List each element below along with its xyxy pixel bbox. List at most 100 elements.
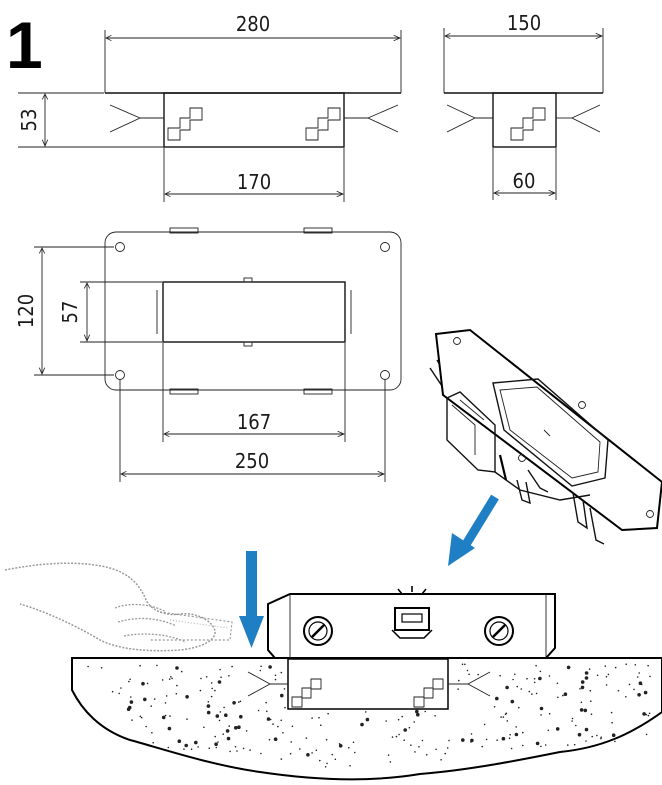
concrete-speckle	[596, 734, 598, 737]
concrete-speckle	[161, 715, 166, 720]
concrete-speckle	[535, 692, 538, 695]
concrete-speckle	[186, 718, 188, 720]
concrete-speckle	[175, 666, 179, 670]
concrete-speckle	[483, 723, 486, 726]
concrete-speckle	[306, 753, 310, 757]
concrete-speckle	[461, 663, 464, 666]
concrete-speckle	[360, 722, 364, 727]
concrete-speckle	[229, 750, 231, 753]
concrete-speckle	[590, 713, 593, 715]
concrete-speckle	[203, 726, 205, 729]
concrete-speckle	[319, 759, 321, 762]
concrete-speckle	[207, 701, 210, 703]
concrete-speckle	[273, 737, 278, 741]
concrete-speckle	[280, 693, 284, 698]
concrete-ground	[71, 657, 662, 781]
plan-hole-spacing-label: 250	[235, 449, 269, 473]
concrete-speckle	[425, 754, 428, 756]
concrete-speckle	[398, 733, 400, 736]
concrete-speckle	[575, 724, 577, 727]
concrete-speckle	[510, 747, 513, 750]
concrete-speckle	[206, 710, 211, 715]
concrete-speckle	[464, 663, 466, 666]
concrete-speckle	[628, 683, 631, 686]
concrete-speckle	[516, 685, 518, 688]
concrete-speckle	[522, 744, 524, 747]
concrete-speckle	[331, 753, 334, 756]
concrete-speckle	[150, 705, 152, 707]
concrete-speckle	[591, 735, 593, 738]
concrete-speckle	[318, 716, 320, 719]
concrete-speckle	[539, 670, 542, 673]
concrete-speckle	[164, 702, 167, 704]
concrete-speckle	[533, 678, 536, 680]
concrete-speckle	[580, 685, 585, 690]
concrete-speckle	[352, 741, 355, 744]
concrete-speckle	[228, 675, 230, 677]
concrete-speckle	[223, 706, 225, 709]
concrete-speckle	[215, 714, 220, 718]
concrete-speckle	[129, 678, 131, 681]
concrete-speckle	[645, 733, 648, 736]
concrete-speckle	[168, 678, 171, 680]
concrete-speckle	[584, 671, 589, 675]
concrete-speckle	[156, 664, 158, 667]
concrete-speckle	[633, 688, 635, 691]
concrete-speckle	[266, 710, 268, 713]
side-top-width-label: 150	[507, 11, 541, 35]
concrete-speckle	[141, 681, 145, 686]
concrete-speckle	[538, 676, 542, 681]
concrete-speckle	[485, 738, 488, 741]
concrete-speckle	[605, 684, 608, 686]
concrete-speckle	[539, 706, 544, 711]
concrete-speckle	[348, 746, 350, 749]
concrete-speckle	[504, 713, 507, 715]
concrete-speckle	[234, 726, 238, 730]
concrete-speckle	[522, 731, 524, 734]
concrete-speckle	[415, 709, 419, 714]
concrete-speckle	[625, 663, 627, 665]
concrete-speckle	[477, 673, 480, 676]
concrete-speckle	[128, 680, 130, 683]
concrete-speckle	[167, 746, 170, 749]
concrete-speckle	[481, 745, 484, 748]
concrete-speckle	[391, 736, 394, 738]
concrete-speckle	[385, 720, 388, 722]
concrete-speckle	[645, 713, 648, 716]
installed-box	[247, 658, 491, 710]
concrete-speckle	[140, 716, 143, 719]
concrete-speckle	[533, 681, 536, 684]
concrete-speckle	[260, 752, 262, 755]
concrete-speckle	[236, 750, 238, 752]
concrete-speckle	[556, 682, 559, 685]
concrete-speckle	[636, 676, 639, 678]
concrete-speckle	[466, 669, 469, 672]
concrete-speckle	[387, 754, 390, 756]
concrete-speckle	[100, 667, 103, 669]
concrete-speckle	[571, 717, 574, 720]
concrete-speckle	[647, 714, 650, 717]
plan-inner-width-label: 167	[237, 410, 271, 434]
concrete-speckle	[457, 688, 459, 690]
concrete-speckle	[637, 693, 641, 697]
concrete-speckle	[326, 762, 328, 765]
hand-icon	[4, 562, 233, 652]
concrete-speckle	[583, 708, 588, 713]
step-number: 1	[6, 8, 43, 82]
concrete-speckle	[214, 689, 216, 692]
concrete-speckle	[596, 674, 599, 677]
concrete-speckle	[563, 692, 568, 696]
concrete-speckle	[208, 747, 211, 749]
front-top-width-label: 280	[236, 12, 270, 36]
concrete-speckle	[577, 732, 582, 737]
side-view: 150 60	[443, 11, 604, 200]
concrete-speckle	[424, 710, 427, 713]
concrete-speckle	[210, 695, 213, 698]
concrete-speckle	[183, 748, 185, 750]
concrete-speckle	[526, 677, 528, 680]
concrete-speckle	[505, 685, 509, 690]
concrete-speckle	[600, 736, 602, 738]
concrete-speckle	[269, 718, 272, 721]
concrete-speckle	[277, 725, 279, 728]
concrete-speckle	[215, 746, 218, 749]
